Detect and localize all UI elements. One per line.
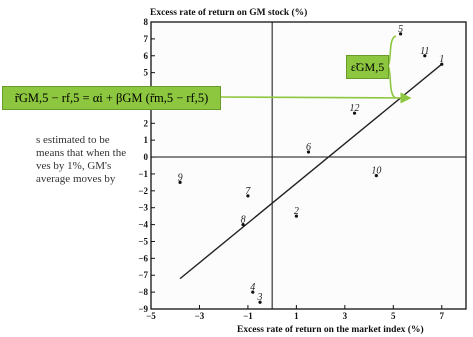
data-point-label: 2	[294, 206, 299, 217]
x-axis-title: Excess rate of return on the market inde…	[237, 324, 424, 335]
y-tick-label: −1	[138, 169, 148, 179]
data-point-label: 9	[178, 172, 183, 183]
text-fragment: ves by 1%, GM's	[36, 160, 112, 172]
data-point	[178, 180, 182, 184]
x-tick-label: 1	[294, 311, 299, 321]
data-point-label: 12	[350, 103, 360, 114]
x-tick-label: 5	[391, 311, 396, 321]
text-fragment: means that when the	[36, 147, 127, 159]
x-tick-label: −5	[146, 311, 156, 321]
data-point	[398, 32, 403, 36]
y-tick-label: −7	[138, 270, 148, 280]
plot-frame	[150, 21, 467, 310]
data-point	[294, 214, 298, 218]
y-tick-label: −3	[138, 203, 148, 213]
y-tick-label: 2	[144, 118, 149, 128]
y-tick-label: 0	[144, 152, 149, 162]
data-point-label: 8	[241, 215, 246, 226]
data-point	[251, 290, 255, 294]
data-point	[306, 150, 311, 154]
y-tick-label: −6	[138, 253, 148, 263]
regression-equation: r̃GM,5 − rf,5 = αi + βGM (r̃m,5 − rf,5)	[2, 86, 221, 110]
y-tick-label: 1	[144, 135, 149, 145]
data-point-label: 10	[371, 166, 381, 177]
y-tick-label: 5	[144, 68, 149, 78]
data-point	[440, 62, 444, 66]
data-point	[423, 54, 427, 58]
y-tick-label: −5	[138, 236, 148, 246]
data-point-label: 4	[250, 282, 255, 293]
data-point-label: 3	[257, 292, 263, 303]
y-tick-label: 8	[144, 17, 149, 27]
data-point	[258, 300, 262, 304]
regression-line	[179, 63, 443, 280]
y-tick-label: −9	[138, 304, 148, 314]
y-tick-label: −2	[138, 186, 148, 196]
epsilon-text: ε̃GM,5	[350, 59, 385, 74]
y-tick-label: 6	[144, 51, 149, 61]
residual-label: ε̃GM,5	[346, 55, 389, 79]
annotation-arrow	[219, 92, 412, 104]
x-tick-label: −1	[243, 311, 253, 321]
text-fragment: s estimated to be	[36, 134, 110, 146]
x-tick-label: 7	[440, 311, 445, 321]
data-point	[246, 194, 250, 198]
data-point	[374, 174, 378, 178]
x-tick-label: 3	[343, 311, 348, 321]
equation-text: r̃GM,5 − rf,5 = αi + βGM (r̃m,5 − rf,5)	[14, 90, 209, 105]
data-point-label: 5	[398, 24, 403, 35]
data-point-label: 7	[245, 186, 251, 197]
data-point	[352, 111, 357, 115]
y-axis-title: Excess rate of return on GM stock (%)	[150, 7, 307, 18]
y-tick-label: 7	[144, 34, 149, 44]
y-tick-label: −8	[138, 287, 148, 297]
x-tick-label: −3	[195, 311, 205, 321]
text-fragment: average moves by	[36, 173, 116, 185]
data-point-label: 11	[420, 46, 429, 57]
data-point-label: 6	[306, 142, 311, 153]
y-tick-label: −4	[138, 220, 148, 230]
data-point	[241, 222, 245, 227]
data-point-label: 1	[439, 54, 444, 65]
